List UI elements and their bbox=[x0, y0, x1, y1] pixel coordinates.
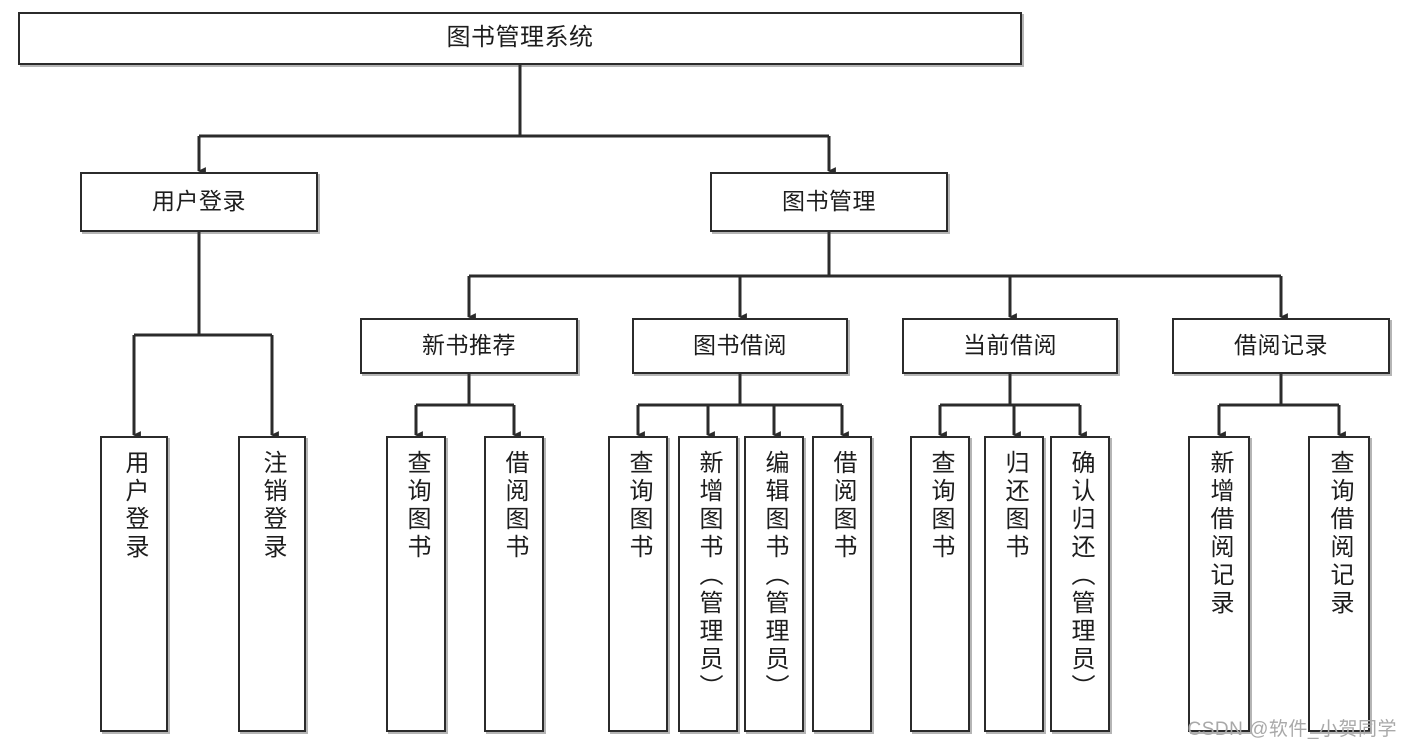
node-label-leaf-confirm-return-admin: 确认归还（管理员） bbox=[1067, 450, 1094, 702]
node-leaf-borrow-book-1[interactable]: 借阅图书 bbox=[484, 436, 544, 732]
node-leaf-return-book[interactable]: 归还图书 bbox=[984, 436, 1044, 732]
node-label-leaf-borrow-book-2: 借阅图书 bbox=[829, 450, 856, 562]
node-new-book-recommend[interactable]: 新书推荐 bbox=[360, 318, 578, 374]
node-leaf-query-book-2[interactable]: 查询图书 bbox=[608, 436, 668, 732]
node-leaf-query-book-3[interactable]: 查询图书 bbox=[910, 436, 970, 732]
node-leaf-user-login[interactable]: 用户登录 bbox=[100, 436, 168, 732]
node-leaf-logout-login[interactable]: 注销登录 bbox=[238, 436, 306, 732]
node-label-leaf-borrow-book-1: 借阅图书 bbox=[501, 450, 528, 562]
node-leaf-edit-book-admin[interactable]: 编辑图书（管理员） bbox=[744, 436, 804, 732]
node-label-leaf-query-book-1: 查询图书 bbox=[403, 450, 430, 562]
node-user-login[interactable]: 用户登录 bbox=[80, 172, 318, 232]
node-label-root: 图书管理系统 bbox=[446, 24, 594, 52]
node-label-new-book-recommend: 新书推荐 bbox=[422, 332, 516, 359]
node-label-book-manage: 图书管理 bbox=[782, 188, 876, 215]
node-root[interactable]: 图书管理系统 bbox=[18, 12, 1022, 65]
node-leaf-query-borrow-record[interactable]: 查询借阅记录 bbox=[1308, 436, 1370, 732]
node-leaf-add-book-admin[interactable]: 新增图书（管理员） bbox=[678, 436, 738, 732]
connector-group bbox=[132, 65, 1346, 439]
node-label-user-login: 用户登录 bbox=[152, 188, 246, 215]
node-label-current-borrow: 当前借阅 bbox=[963, 332, 1057, 359]
node-label-borrow-record: 借阅记录 bbox=[1234, 332, 1328, 359]
node-leaf-confirm-return-admin[interactable]: 确认归还（管理员） bbox=[1050, 436, 1110, 732]
node-book-borrow[interactable]: 图书借阅 bbox=[632, 318, 848, 374]
node-leaf-add-borrow-record[interactable]: 新增借阅记录 bbox=[1188, 436, 1250, 732]
node-current-borrow[interactable]: 当前借阅 bbox=[902, 318, 1118, 374]
node-label-leaf-edit-book-admin: 编辑图书（管理员） bbox=[761, 450, 788, 702]
node-leaf-borrow-book-2[interactable]: 借阅图书 bbox=[812, 436, 872, 732]
node-label-leaf-logout-login: 注销登录 bbox=[259, 450, 286, 562]
node-book-manage[interactable]: 图书管理 bbox=[710, 172, 948, 232]
node-label-leaf-add-borrow-record: 新增借阅记录 bbox=[1206, 450, 1233, 618]
node-label-leaf-return-book: 归还图书 bbox=[1001, 450, 1028, 562]
node-label-leaf-query-book-2: 查询图书 bbox=[625, 450, 652, 562]
node-label-leaf-user-login: 用户登录 bbox=[121, 450, 148, 562]
node-label-leaf-add-book-admin: 新增图书（管理员） bbox=[695, 450, 722, 702]
node-borrow-record[interactable]: 借阅记录 bbox=[1172, 318, 1390, 374]
node-label-book-borrow: 图书借阅 bbox=[693, 332, 787, 359]
node-label-leaf-query-book-3: 查询图书 bbox=[927, 450, 954, 562]
node-label-leaf-query-borrow-record: 查询借阅记录 bbox=[1326, 450, 1353, 618]
node-leaf-query-book-1[interactable]: 查询图书 bbox=[386, 436, 446, 732]
